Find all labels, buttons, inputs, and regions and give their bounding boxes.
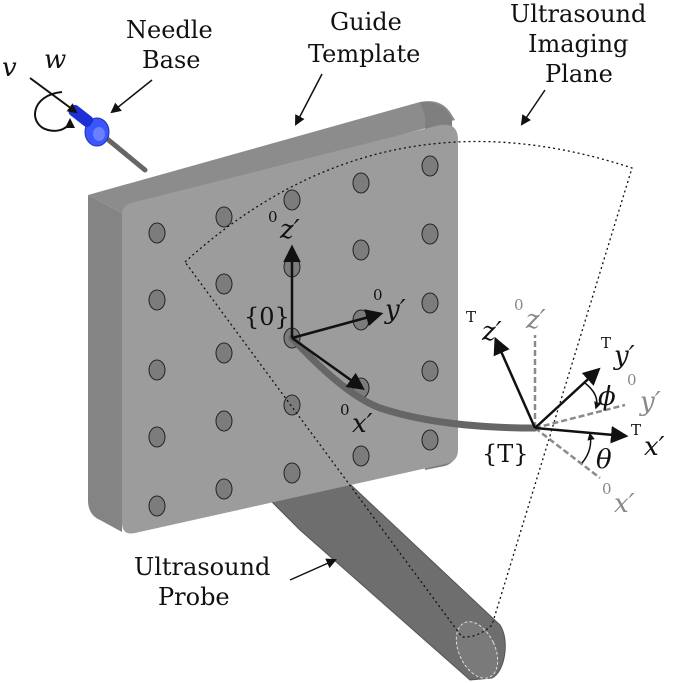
y0-ref-axis-label: y′ [639,387,661,417]
guide-template-label-line1: Guide [330,8,402,36]
phi-arc [584,382,602,410]
probe-label-line1: Ultrasound [134,553,270,581]
needle-base-pointer [110,79,153,114]
y0-superscript: 0 [373,286,383,304]
probe-label: Ultrasound Probe [134,553,270,611]
velocity-label: v [2,53,17,83]
yT-superscript: T [601,334,611,352]
z0-ref-superscript: 0 [514,296,524,314]
theta-arc [581,432,595,464]
z0-axis-label: z′ [279,215,300,245]
xT-superscript: T [631,421,641,439]
imaging-plane-label-line2: Imaging [528,30,628,58]
needle-base-label: Needle Base [126,16,213,74]
frame-0-label: {0} [244,303,290,331]
rotation-arrow-icon [29,77,78,132]
theta-label: θ [596,445,612,475]
zT-axis-label: z′ [481,317,502,347]
guide-template-pointer [295,73,323,126]
zT-superscript: T [466,308,476,326]
probe-pointer [289,558,337,581]
angular-velocity-label: w [44,45,66,75]
guide-template [88,101,458,534]
needle-shaft [288,334,539,432]
frame-T-axes [493,336,629,444]
x0-ref-superscript: 0 [602,480,612,498]
yT-axis-label: y′ [613,341,635,371]
imaging-plane-label-line1: Ultrasound [510,0,646,28]
frame-T-label: {T} [482,440,529,468]
guide-template-label: Guide Template [308,8,420,68]
needle-base-label-line2: Base [142,46,200,74]
phi-label: ϕ [598,382,616,412]
needle-base-label-line1: Needle [126,16,213,44]
y0-ref-superscript: 0 [627,371,637,389]
x0-axis-label: x′ [352,409,373,439]
imaging-plane-label: Ultrasound Imaging Plane [510,0,646,88]
imaging-plane-pointer [520,89,546,126]
x0-superscript: 0 [340,401,350,419]
frame-0-axes [283,244,384,391]
probe-label-line2: Probe [158,583,230,611]
z0-superscript: 0 [268,208,278,226]
ultrasound-imaging-plane [184,140,633,638]
z0-ref-axis-label: z′ [525,305,546,335]
imaging-plane-label-line3: Plane [545,60,613,88]
y0-axis-label: y′ [384,295,406,325]
guide-template-label-line2: Template [308,40,420,68]
frame-T-reference-axes [533,335,626,479]
x0-ref-axis-label: x′ [614,489,635,519]
xT-axis-label: x′ [644,432,665,462]
ultrasound-probe [269,469,506,681]
